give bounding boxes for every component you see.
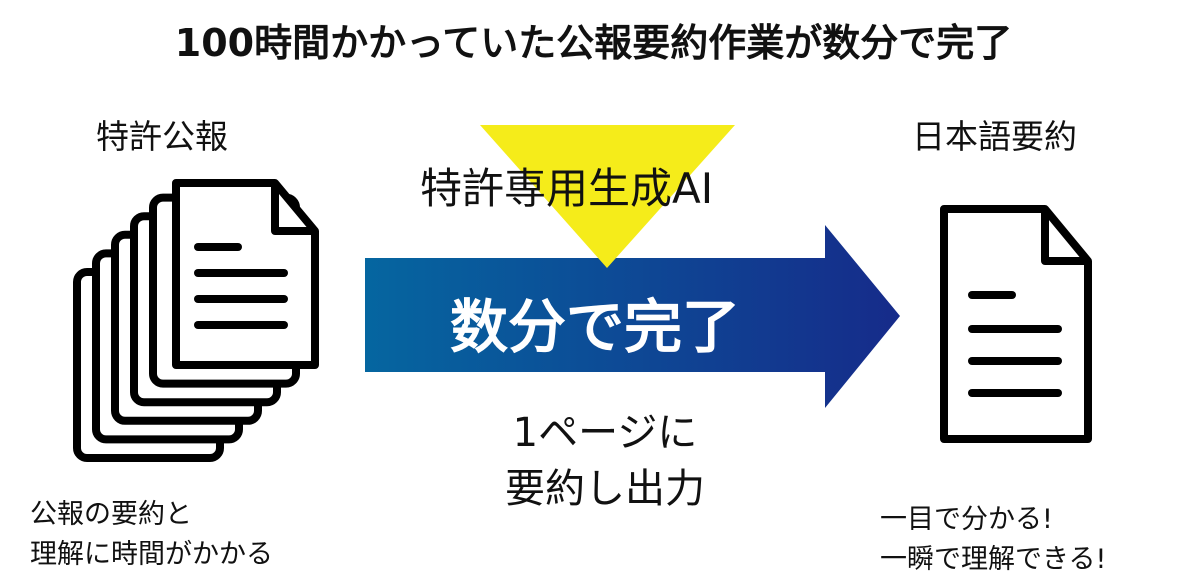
japanese-summary-heading: 日本語要約	[912, 117, 1077, 156]
arrow-label: 数分で完了	[449, 293, 740, 361]
document-icon	[940, 205, 1092, 443]
output-line: 1ページに	[512, 410, 698, 456]
caption-line: 理解に時間がかかる	[30, 539, 273, 570]
document-stack-icon	[73, 179, 319, 462]
output-line: 要約し出力	[505, 466, 705, 512]
process-arrow	[365, 225, 900, 408]
output-description: 1ページに 要約し出力	[440, 405, 770, 517]
ai-label: 特許専用生成AI	[420, 164, 714, 213]
caption-line: 一瞬で理解できる!	[880, 544, 1107, 575]
patent-gazette-heading: 特許公報	[96, 117, 228, 156]
front-page	[172, 179, 319, 369]
page-title: 100時間かかっていた公報要約作業が数分で完了	[174, 21, 1013, 65]
ai-triangle	[480, 125, 735, 268]
right-caption: 一目で分かる! 一瞬で理解できる!	[880, 500, 1106, 580]
caption-line: 一目で分かる!	[880, 504, 1053, 535]
caption-line: 公報の要約と	[30, 499, 192, 530]
left-caption: 公報の要約と 理解に時間がかかる	[30, 495, 273, 575]
